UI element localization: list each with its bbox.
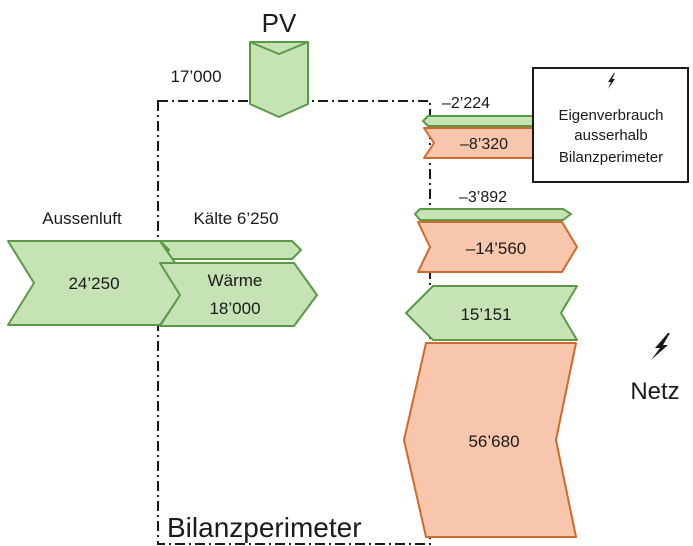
bilanzperimeter-label: Bilanzperimeter — [167, 512, 362, 543]
pv-arrow — [249, 41, 309, 118]
waerme-arrow — [159, 262, 318, 327]
eigen-box-line1: Eigenverbrauch — [558, 107, 663, 124]
bilanzperimeter-label-bg — [163, 508, 399, 542]
waerme-label-line2: 18’000 — [209, 299, 260, 318]
kaelte-label: Kälte 6’250 — [193, 209, 278, 228]
aussenluft-label: Aussenluft — [42, 209, 122, 228]
pv-arrow-notch — [249, 41, 309, 55]
kaelte-arrow — [159, 240, 302, 260]
eigen-orange-value: –8’320 — [460, 136, 508, 153]
waerme-label-line1: Wärme — [208, 271, 263, 290]
eigen-green-value: –2’224 — [442, 95, 490, 112]
eigen-box-line3: Bilanzperimeter — [559, 149, 663, 166]
export-orange-arrow — [417, 221, 578, 273]
aussenluft-value: 24’250 — [68, 274, 119, 293]
bilanzperimeter-boundary — [157, 100, 431, 545]
pv-value: 17’000 — [170, 67, 221, 86]
eigen-box-line2: ausserhalb — [574, 127, 647, 144]
import-green-arrow — [405, 285, 578, 341]
import-orange-arrow — [403, 342, 577, 538]
eigenverbrauch-box — [532, 67, 689, 183]
netz-lightning-icon — [651, 333, 670, 360]
import-orange-value: 56’680 — [468, 432, 519, 451]
export-orange-value: –14’560 — [466, 239, 527, 258]
export-green-arrow — [414, 208, 572, 221]
pv-label: PV — [262, 8, 297, 38]
export-green-value: –3’892 — [459, 189, 507, 206]
import-green-value: 15’151 — [460, 305, 511, 324]
box-lightning-icon — [608, 73, 615, 89]
netz-label: Netz — [630, 378, 679, 405]
